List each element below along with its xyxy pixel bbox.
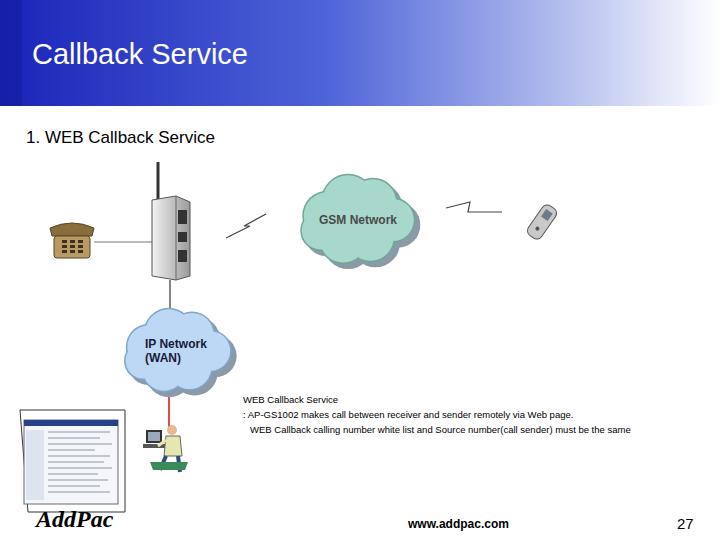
telephone-icon bbox=[50, 223, 94, 258]
page-number: 27 bbox=[677, 515, 694, 532]
cloud-outline bbox=[300, 174, 415, 264]
cloud-outline bbox=[124, 308, 232, 392]
note-text: WEB Callback Service bbox=[243, 394, 338, 405]
phone-wire bbox=[94, 242, 152, 243]
cloud-fill bbox=[302, 175, 414, 262]
mobile-phone-icon bbox=[525, 203, 559, 242]
network-cloud: GSM Network bbox=[296, 176, 420, 264]
cloud-fill bbox=[125, 309, 230, 390]
wireless-link bbox=[226, 214, 266, 238]
company-logo: AddPac bbox=[36, 506, 113, 533]
cloud-label: IP Network (WAN) bbox=[145, 337, 211, 365]
header-edge bbox=[0, 0, 22, 106]
note-text: : AP-GS1002 makes call between receiver … bbox=[243, 409, 573, 420]
note-text: WEB Callback calling number white list a… bbox=[250, 424, 631, 435]
gateway-device bbox=[152, 162, 190, 280]
header-bar bbox=[0, 0, 720, 106]
wireless-link bbox=[446, 202, 502, 212]
network-cloud: IP Network (WAN) bbox=[120, 310, 236, 392]
user-at-computer bbox=[143, 425, 188, 472]
cloud-label: GSM Network bbox=[318, 213, 398, 227]
website-url: www.addpac.com bbox=[408, 517, 509, 531]
section-heading: 1. WEB Callback Service bbox=[26, 128, 215, 148]
web-page-screenshot bbox=[20, 410, 125, 512]
slide-title: Callback Service bbox=[32, 38, 248, 71]
